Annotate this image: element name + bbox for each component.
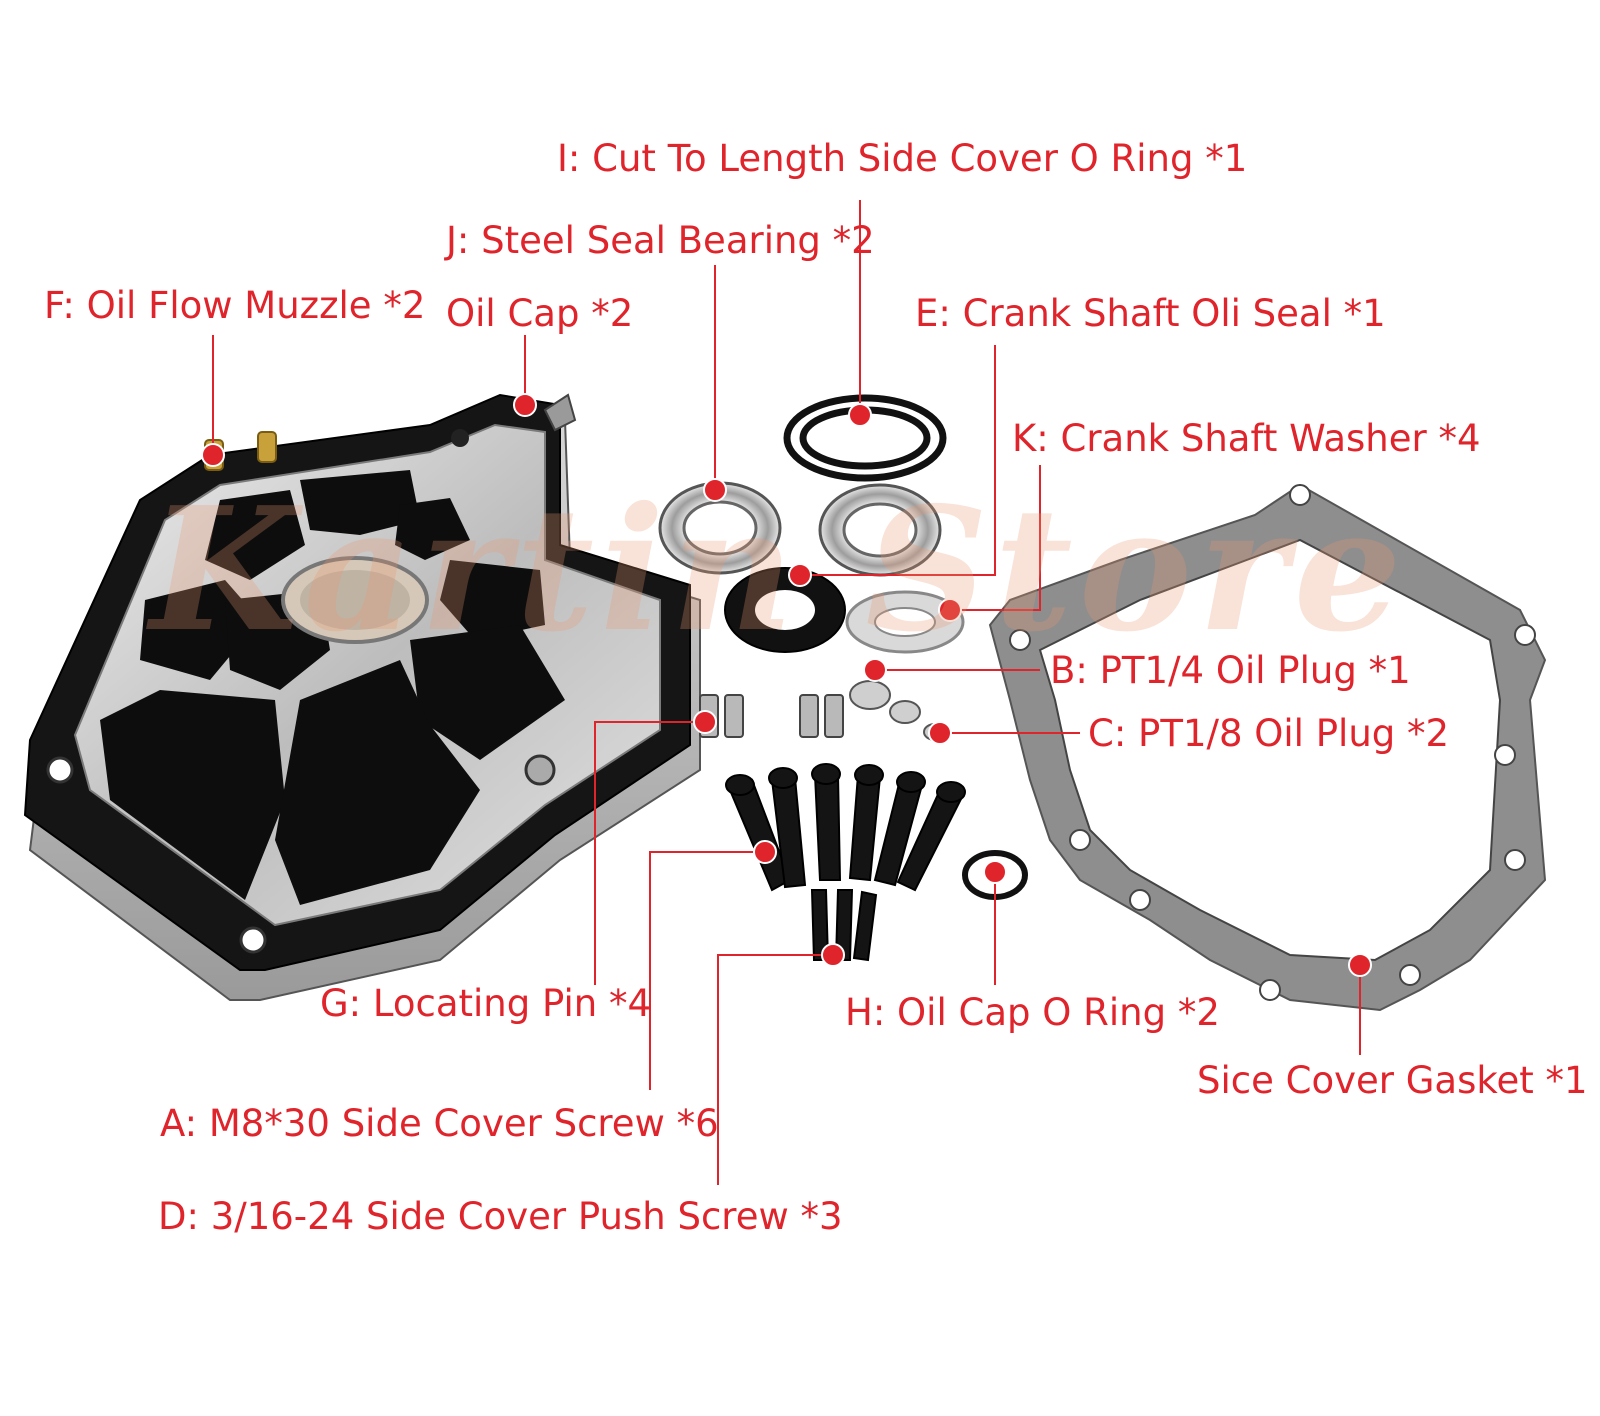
label-locating-pin: G: Locating Pin *4	[320, 982, 652, 1025]
side-cover-push-screw-part	[810, 889, 878, 962]
locating-pin-part	[699, 694, 844, 738]
label-side-cover-gasket: Sice Cover Gasket *1	[1197, 1059, 1588, 1102]
crank-shaft-oil-seal-part	[724, 567, 846, 653]
leader-lines	[212, 200, 1361, 1185]
label-pt14-oil-plug: B: PT1/4 Oil Plug *1	[1050, 649, 1411, 692]
label-crank-shaft-washer: K: Crank Shaft Washer *4	[1012, 417, 1481, 460]
label-m8-side-cover-screw: A: M8*30 Side Cover Screw *6	[160, 1102, 719, 1145]
side-cover-screw-part	[725, 763, 966, 892]
label-steel-seal-bearing: J: Steel Seal Bearing *2	[446, 219, 875, 262]
label-pt18-oil-plug: C: PT1/8 Oil Plug *2	[1088, 712, 1450, 755]
leader-dots	[201, 393, 1372, 977]
label-oil-cap: Oil Cap *2	[446, 292, 634, 335]
label-oil-cap-o-ring: H: Oil Cap O Ring *2	[845, 991, 1220, 1034]
label-cut-to-length-o-ring: I: Cut To Length Side Cover O Ring *1	[557, 137, 1248, 180]
watermark: Kartin Store	[150, 470, 1408, 670]
crank-shaft-washer-part	[845, 590, 965, 654]
oil-cap-part	[543, 393, 577, 432]
label-push-screw: D: 3/16-24 Side Cover Push Screw *3	[158, 1195, 843, 1238]
label-oil-flow-muzzle: F: Oil Flow Muzzle *2	[44, 284, 426, 327]
label-crank-shaft-oil-seal: E: Crank Shaft Oli Seal *1	[915, 292, 1386, 335]
side-cover-gasket-part	[988, 483, 1547, 1012]
side-cover-part	[23, 393, 701, 1001]
steel-seal-bearing-part	[658, 481, 942, 577]
